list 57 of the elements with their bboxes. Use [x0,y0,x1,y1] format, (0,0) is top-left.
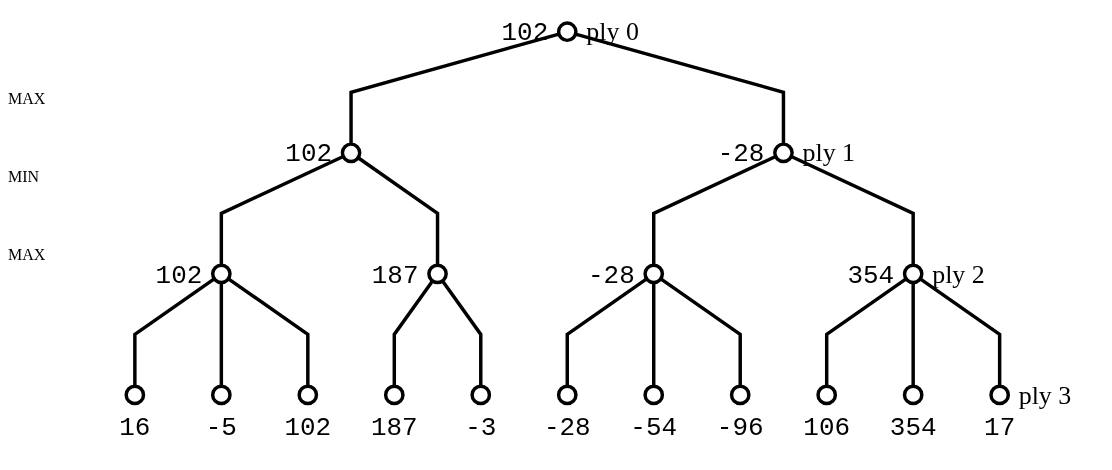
tree-node-circle [426,263,448,285]
tree-edge [659,277,742,387]
tree-node-circle [902,384,924,406]
tree-node-circle [729,384,751,406]
node-value: 102 [155,260,203,291]
tree-edge [824,277,907,387]
node-value: 17 [983,412,1015,443]
tree-node-circle [772,142,794,164]
node-value: 106 [803,412,850,443]
node-value: -28 [717,139,765,170]
tree-edge [440,279,483,387]
node-value: 102 [284,412,331,443]
tree-edge [574,32,785,145]
node-value: 187 [371,260,419,291]
tree-node-circle [643,263,664,285]
level-label: MIN [8,168,41,186]
tree-node-circle [816,384,837,406]
node-value: 187 [370,412,418,443]
node-value: -5 [205,412,237,443]
tree-node-circle [210,263,232,285]
tree-node-circle [210,384,232,406]
tree-node-circle [340,142,362,164]
tree-node-circle [989,384,1010,406]
tree-edge [790,154,915,266]
tree-edge [919,277,1002,387]
node-value: 354 [889,412,937,443]
tree-node-circle [902,263,924,285]
tree-node-circle [470,384,491,406]
node-value: 16 [119,412,151,443]
node-value: -54 [630,412,677,443]
node-value: -96 [716,412,764,443]
node-value: -28 [543,412,591,443]
tree-edge [132,277,215,387]
tree-node-circle [383,384,405,406]
node-value: -3 [464,412,497,443]
tree-edge [911,282,915,387]
node-value: 102 [285,139,332,170]
tree-node-circle [124,384,145,406]
tree-node-circle [556,384,578,406]
tree-edge [651,282,656,387]
tree-node-circle [643,384,664,406]
tree-edge [219,154,344,266]
node-value: -28 [587,260,635,291]
tree-edge [392,279,434,387]
tree-edge [227,277,310,387]
node-value: 354 [847,260,894,291]
tree-node-circle [297,384,318,406]
ply-label: ply 1 [802,138,855,168]
level-label: MAX [8,90,47,108]
level-label: MAX [8,246,47,264]
ply-label: ply 2 [931,259,985,289]
tree-edge [565,277,648,387]
tree-edge [219,282,223,387]
tree-edge [356,156,439,266]
tree-node-circle [556,21,578,43]
ply-label: ply 3 [1018,380,1071,410]
tree-edge [651,154,777,266]
